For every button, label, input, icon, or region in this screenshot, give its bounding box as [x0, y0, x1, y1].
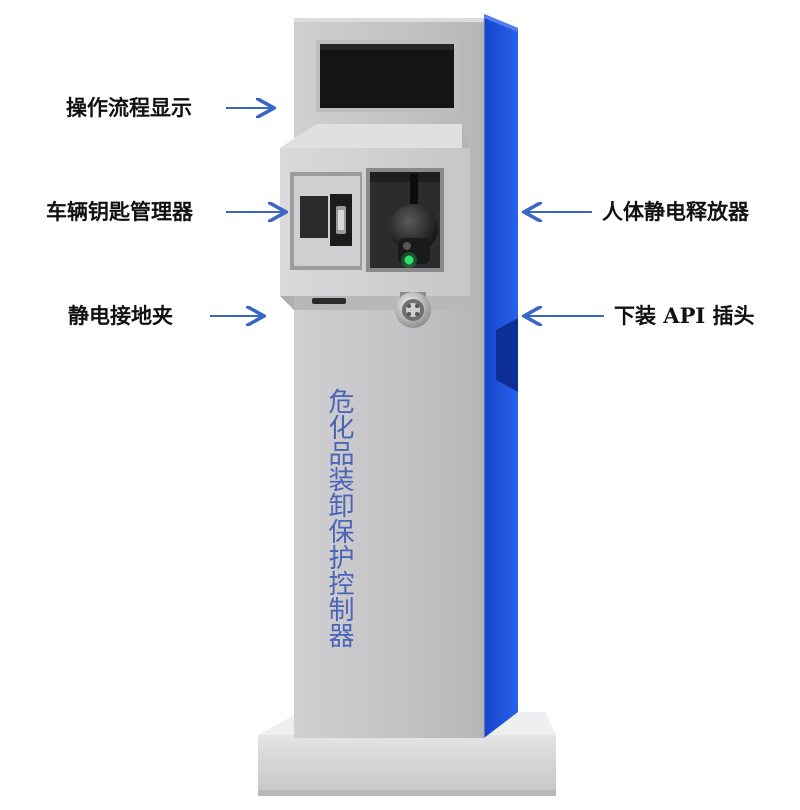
- label-grounding-clamp: 静电接地夹: [68, 303, 173, 328]
- label-key-manager: 车辆钥匙管理器: [46, 199, 193, 224]
- static-discharger-box: [366, 168, 444, 272]
- label-api-plug: 下装 API 插头: [614, 303, 755, 328]
- green-led-icon: [404, 255, 414, 265]
- key-manager-box: [290, 172, 362, 270]
- blue-side-panel: [484, 14, 518, 738]
- device-title: 危化品装卸保护控制器: [324, 388, 354, 648]
- label-display: 操作流程显示: [66, 95, 192, 120]
- process-display-screen: [316, 40, 458, 112]
- api-plug-icon[interactable]: [395, 292, 431, 328]
- callout-arrows: [210, 108, 604, 316]
- label-static-discharger: 人体静电释放器: [602, 199, 749, 224]
- grounding-clamp-slot[interactable]: [312, 298, 346, 304]
